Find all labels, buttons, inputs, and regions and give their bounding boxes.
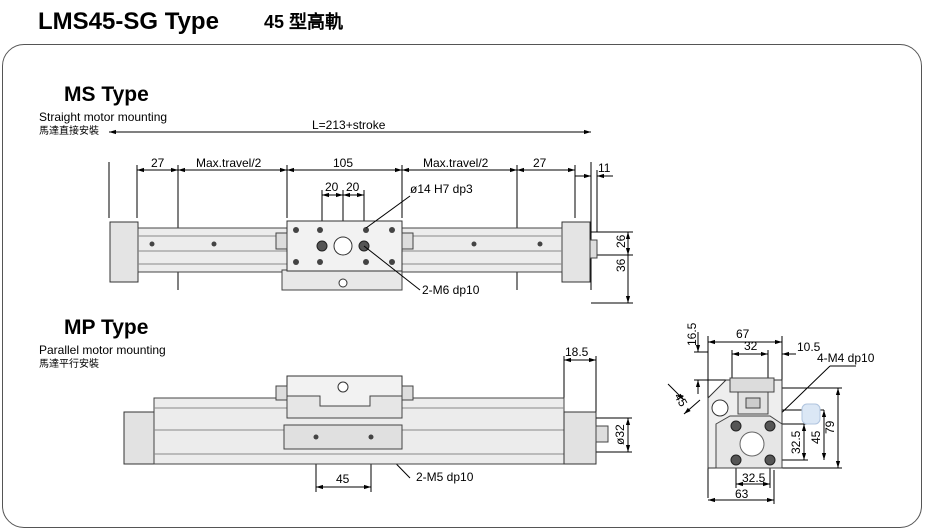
mp-callout-tap: 2-M5 dp10 [416,470,474,484]
ms-dim-11: 11 [598,161,611,175]
ms-dim-105: 105 [333,156,353,170]
ms-callout-tap: 2-M6 dp10 [422,283,480,297]
end-dim-10-5: 10.5 [797,340,821,354]
end-dim-45-diag: 45 [671,391,690,410]
end-dim-45-v: 45 [809,430,823,444]
ms-dim-overall: L=213+stroke [312,118,386,132]
mp-dim-18-5: 18.5 [565,345,589,359]
ms-section-subtitle: Straight motor mounting [39,110,168,124]
end-dim-32-5-h: 32.5 [742,471,766,485]
ms-dim-travel-left: Max.travel/2 [196,156,262,170]
page-subtitle: 45 型高軌 [264,12,344,32]
mp-section-subtitle-cn: 馬達平行安裝 [39,359,99,370]
ms-section-title: MS Type [64,83,149,106]
mp-dim-d32: ø32 [613,424,627,445]
mp-actuator-body [123,375,609,465]
end-dim-32: 32 [744,339,758,353]
end-dim-79: 79 [823,420,837,434]
end-dim-16-5: 16.5 [685,322,699,346]
ms-section-subtitle-cn: 馬達直接安裝 [39,126,99,137]
mp-section-title: MP Type [64,316,149,339]
end-dim-32-5-v: 32.5 [789,430,803,454]
mp-dim-45: 45 [336,472,350,486]
end-dim-67: 67 [736,327,750,341]
ms-dim-20b: 20 [346,180,360,194]
drawing-frame [2,44,922,528]
ms-callout-bore: ø14 H7 dp3 [410,182,473,196]
end-view-body [707,377,821,469]
mp-section-subtitle: Parallel motor mounting [39,343,166,357]
ms-dim-26: 26 [614,234,628,248]
ms-dim-travel-right: Max.travel/2 [423,156,489,170]
page-title: LMS45-SG Type [38,8,219,35]
ms-dim-20a: 20 [325,180,339,194]
end-dim-63: 63 [735,487,749,501]
ms-top-view [108,129,633,304]
ms-dim-36: 36 [614,258,628,272]
end-callout-tap: 4-M4 dp10 [817,351,875,365]
ms-dim-27-right: 27 [533,156,547,170]
ms-dim-27-left: 27 [151,156,165,170]
ms-actuator-body [109,195,598,291]
